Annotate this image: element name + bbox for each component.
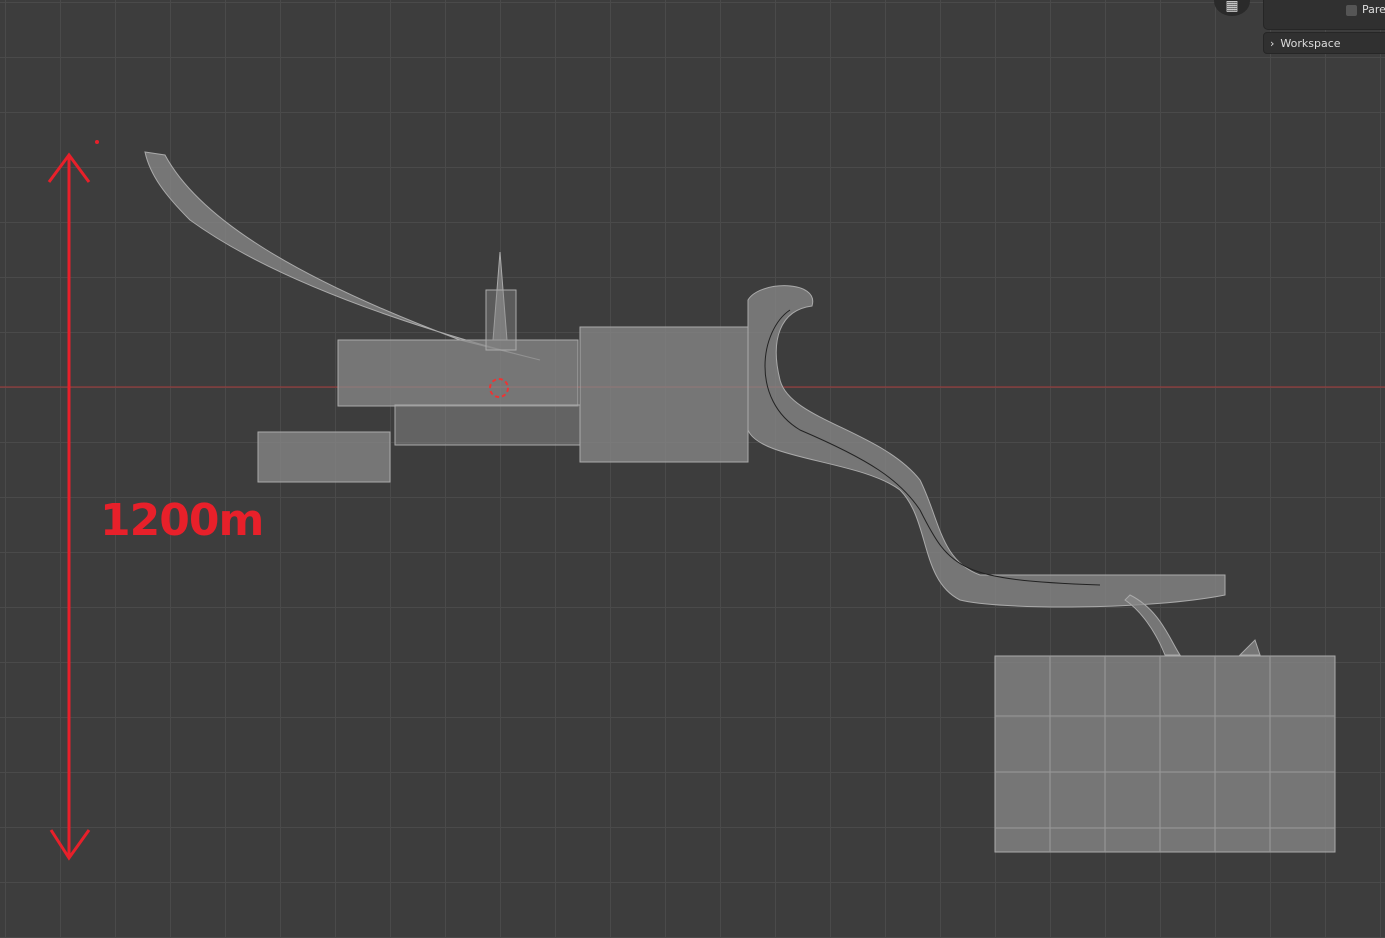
track-model <box>144 151 1336 853</box>
chevron-right-icon: › <box>1270 37 1275 50</box>
upper-track <box>144 151 541 361</box>
measure-label: 1200m <box>100 495 264 546</box>
3d-cursor-icon <box>489 378 509 398</box>
descending-track <box>747 285 1226 608</box>
station-block <box>579 326 749 463</box>
parent-checkbox[interactable] <box>1346 5 1357 16</box>
base-block <box>994 655 1336 853</box>
grid-view-button[interactable]: ▦ <box>1214 0 1250 16</box>
tower-spire <box>492 251 508 341</box>
side-block <box>257 431 391 483</box>
workspace-panel-toggle[interactable]: › Workspace <box>1263 32 1385 54</box>
workspace-label: Workspace <box>1280 37 1341 50</box>
parent-checkbox-label: Pare <box>1362 3 1385 16</box>
grid-icon: ▦ <box>1225 0 1239 14</box>
measure-arrow <box>47 152 91 861</box>
platform-block <box>337 339 579 407</box>
properties-panel <box>1263 0 1385 30</box>
